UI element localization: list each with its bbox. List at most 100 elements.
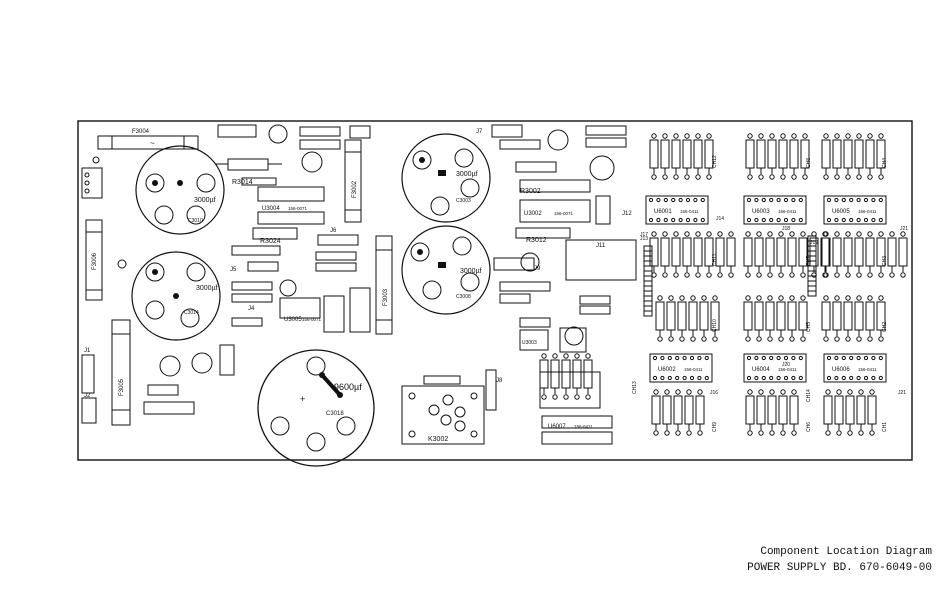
connector-label: J19 xyxy=(810,240,818,246)
capacitor-c3008: 3000µf C3008 xyxy=(401,225,491,315)
svg-text:J9: J9 xyxy=(534,266,541,272)
fuse-f3005: F3005 xyxy=(111,319,131,426)
channel-label: CH12 xyxy=(712,155,718,168)
fuse-f3006: F3006 xyxy=(85,219,103,301)
connector-block-left xyxy=(81,156,127,424)
connector-j8 xyxy=(485,369,497,411)
fuse-f3002 xyxy=(344,139,362,223)
channel-label: CH5 xyxy=(806,322,812,332)
svg-text:R3002: R3002 xyxy=(520,188,541,195)
channel-label: CH11 xyxy=(712,253,718,266)
svg-text:J1: J1 xyxy=(84,348,91,354)
svg-text:156-0071: 156-0071 xyxy=(288,206,308,211)
ic-label: U6001 xyxy=(654,209,672,215)
channel-label: CH7 xyxy=(806,256,812,266)
channel-label: CH14 xyxy=(806,389,812,402)
small-capacitors-bottom-left xyxy=(143,344,235,415)
svg-text:U3002: U3002 xyxy=(524,211,542,217)
svg-text:J11: J11 xyxy=(596,243,606,249)
fuse-f3003 xyxy=(375,235,393,335)
svg-text:R3012: R3012 xyxy=(526,237,547,244)
svg-text:U3004: U3004 xyxy=(262,206,280,212)
svg-text:C3003: C3003 xyxy=(456,198,471,204)
svg-text:J6: J6 xyxy=(330,228,337,234)
svg-text:C3014: C3014 xyxy=(184,310,199,316)
connector-label: J16 xyxy=(710,390,718,396)
svg-text:K3002: K3002 xyxy=(428,436,448,443)
svg-text:U3003: U3003 xyxy=(522,340,537,346)
svg-text:C3018: C3018 xyxy=(326,411,344,417)
svg-text:~: ~ xyxy=(150,139,155,148)
svg-text:F3002: F3002 xyxy=(352,180,358,198)
channel-label: CH2 xyxy=(882,322,888,332)
channel-label: CH9 xyxy=(712,422,718,432)
svg-text:J8: J8 xyxy=(496,378,503,384)
svg-text:156-0411: 156-0411 xyxy=(574,424,593,429)
channel-label: CH10 xyxy=(712,319,718,332)
connector-label: J21 xyxy=(900,226,908,232)
svg-text:3000µf: 3000µf xyxy=(456,171,478,178)
svg-text:U6007: U6007 xyxy=(548,424,566,430)
channel-label: CH4 xyxy=(882,158,888,168)
top-left-small-parts xyxy=(217,124,371,333)
caption-board-number: POWER SUPPLY BD. 670-6049-00 xyxy=(747,562,932,574)
ic-label: U6002 xyxy=(658,367,676,373)
ic-label: U6006 xyxy=(832,367,850,373)
channel-label: CH6 xyxy=(806,422,812,432)
channel-label: CH13 xyxy=(632,381,638,394)
connector-label: J21 xyxy=(898,390,906,396)
svg-text:C3008: C3008 xyxy=(456,294,471,300)
ic-u3004 xyxy=(257,186,325,225)
ic-label: U6004 xyxy=(752,367,770,373)
svg-text:F3006: F3006 xyxy=(92,252,98,270)
board-outline xyxy=(77,120,913,461)
ic-label: U6005 xyxy=(832,209,850,215)
svg-text:C3010: C3010 xyxy=(188,218,203,224)
svg-text:3000µf: 3000µf xyxy=(196,285,218,292)
ic-part: 156-0411 xyxy=(680,209,699,214)
resistor-r3014 xyxy=(215,158,282,171)
ic-part: 156-0411 xyxy=(858,367,877,372)
svg-text:J12: J12 xyxy=(622,211,632,217)
capacitor-c3014: 3000µf C3014 xyxy=(131,251,221,341)
svg-text:U3005: U3005 xyxy=(284,317,302,323)
caption-title: Component Location Diagram xyxy=(760,546,932,558)
capacitor-c3010: 3000µf C3010 xyxy=(135,145,225,235)
connector-label: J17 xyxy=(640,232,648,238)
connector-label: J18 xyxy=(782,226,790,232)
svg-text:9600µf: 9600µf xyxy=(334,382,362,392)
middle-parts xyxy=(491,124,637,445)
fuse-f3004: F3004 ~ xyxy=(97,129,199,150)
capacitor-c3003: 3000µf C3003 xyxy=(401,133,491,223)
svg-text:3000µf: 3000µf xyxy=(194,197,216,204)
capacitor-c3018: + 9600µf C3018 xyxy=(257,349,375,467)
svg-text:+: + xyxy=(300,394,305,404)
svg-text:156-0071: 156-0071 xyxy=(554,211,574,216)
ic-label: U6003 xyxy=(752,209,770,215)
ic-part: 156-0411 xyxy=(858,209,877,214)
svg-text:J7: J7 xyxy=(476,129,483,135)
svg-text:3000µf: 3000µf xyxy=(460,268,482,275)
svg-text:156-0071: 156-0071 xyxy=(302,317,322,322)
ic-part: 156-0411 xyxy=(778,367,797,372)
svg-text:R3024: R3024 xyxy=(260,238,281,245)
channel-label: CH3 xyxy=(882,256,888,266)
svg-text:F3003: F3003 xyxy=(383,288,389,306)
resistor-r3024 xyxy=(252,227,298,240)
connector-label: J13 xyxy=(640,236,648,242)
ic-part: 156-0411 xyxy=(684,367,703,372)
svg-text:J5: J5 xyxy=(230,267,237,273)
channel-label: CH8 xyxy=(806,158,812,168)
svg-text:J4: J4 xyxy=(248,306,255,312)
fuse-label: F3004 xyxy=(132,129,150,135)
svg-text:J2: J2 xyxy=(84,393,91,399)
channel-label: CH1 xyxy=(882,422,888,432)
connector-label: J20 xyxy=(782,362,790,368)
diagram-caption: Component Location Diagram POWER SUPPLY … xyxy=(700,544,932,576)
ic-part: 156-0411 xyxy=(778,209,797,214)
connector-label: J14 xyxy=(716,216,724,222)
svg-text:F3005: F3005 xyxy=(119,378,125,396)
relay-k3002 xyxy=(401,375,485,445)
